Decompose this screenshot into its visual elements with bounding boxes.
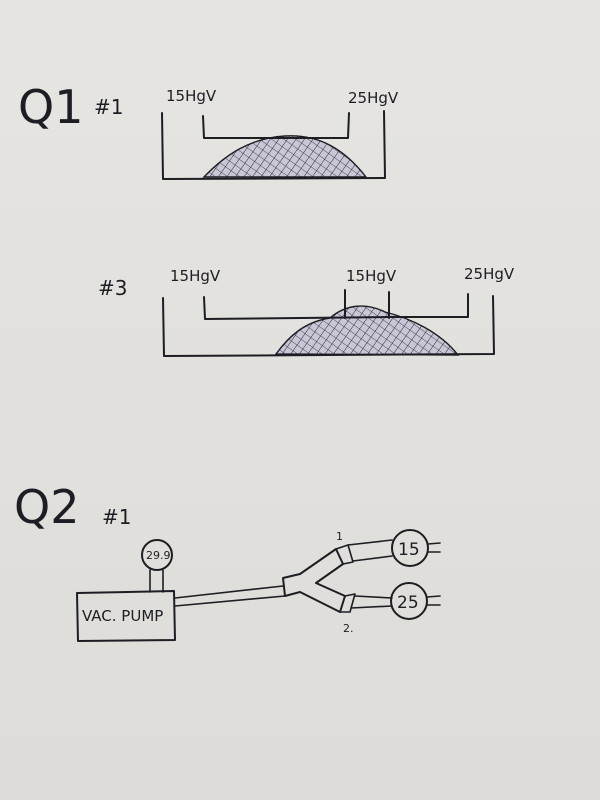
vac-pump-box [76, 590, 176, 642]
branch2-label: 2. [343, 622, 354, 635]
q1-d3-middle-divider [344, 289, 390, 319]
gauge2-outlet [426, 595, 441, 606]
q1-d3-left-label: 15HgV [170, 267, 221, 285]
gauge1-icon [391, 529, 429, 567]
q1-heading: Q1 [18, 80, 83, 134]
main-hose [174, 585, 286, 607]
q1-diagram1: 15HgV 25HgV [161, 87, 399, 180]
branch2-hose [350, 595, 393, 609]
pump-gauge-icon [141, 539, 173, 571]
q2-diagram: 29.9 VAC. PUMP 1 15 2. 25 [76, 529, 441, 642]
branch2-fitting [339, 593, 356, 613]
branch1-label: 1 [336, 530, 343, 543]
q1-diagram3: 15HgV 15HgV 25HgV [162, 265, 515, 357]
q1-d3-right-label: 25HgV [464, 265, 515, 283]
branch1-hose [347, 539, 393, 562]
pump-gauge-value: 29.9 [146, 549, 171, 562]
gauge2-value: 25 [397, 593, 419, 613]
gauge2-icon [390, 582, 428, 620]
q1-diagram1-number: #1 [94, 95, 123, 119]
q1-d3-outer-tray [162, 295, 495, 357]
gauge1-outlet [427, 542, 441, 553]
q1-diagram3-number: #3 [98, 276, 127, 300]
q1-d3-middle-label: 15HgV [346, 267, 397, 285]
q1-d1-mound [202, 135, 368, 178]
q2-heading: Q2 [14, 480, 79, 534]
q2-number: #1 [102, 505, 131, 529]
q1-d1-right-label: 25HgV [348, 89, 399, 107]
q1-d1-left-label: 15HgV [166, 87, 217, 105]
gauge1-value: 15 [398, 540, 420, 560]
q1-d3-mound [274, 305, 460, 356]
branch1-fitting [335, 544, 354, 565]
q1-d1-inner-line [202, 112, 350, 139]
y-connector-icon [282, 548, 346, 613]
q1-d1-outer-tray [161, 110, 386, 180]
pump-gauge-stem [149, 569, 164, 593]
vac-pump-label: VAC. PUMP [82, 607, 163, 625]
